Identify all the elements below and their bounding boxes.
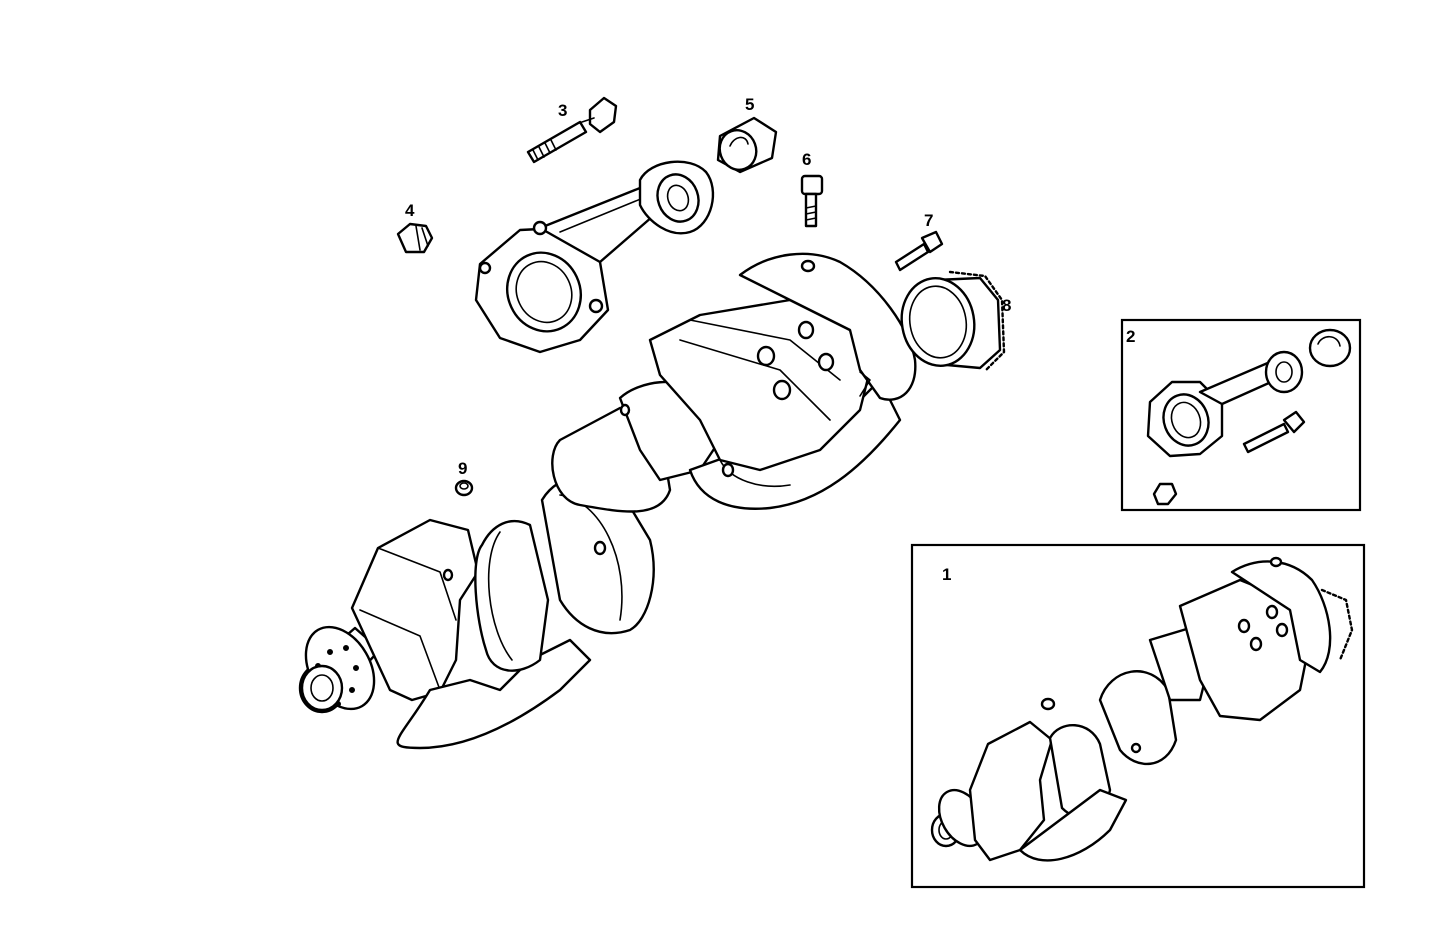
callout-2: 2 bbox=[1126, 327, 1135, 346]
throw-1 bbox=[396, 638, 592, 750]
timing-gear bbox=[900, 270, 1006, 372]
connecting-rod-nut bbox=[396, 222, 434, 254]
callout-1: 1 bbox=[942, 565, 951, 584]
gear-screw-7 bbox=[894, 230, 944, 272]
callout-7: 7 bbox=[924, 211, 933, 230]
front-counterweight bbox=[350, 518, 480, 702]
connecting-rod-bolt bbox=[526, 96, 618, 164]
inset-box-crankshaft-assembly bbox=[910, 543, 1366, 889]
main-crankshaft bbox=[298, 252, 917, 750]
callout-4: 4 bbox=[405, 201, 415, 220]
crankshaft-nose bbox=[298, 625, 382, 714]
small-end-bushing bbox=[716, 116, 778, 174]
callout-8: 8 bbox=[1002, 296, 1011, 315]
callout-5: 5 bbox=[745, 95, 754, 114]
flywheel-flange bbox=[738, 252, 917, 401]
connecting-rod-assembly bbox=[474, 160, 715, 354]
dowel-pin bbox=[454, 479, 474, 497]
callout-3: 3 bbox=[558, 101, 567, 120]
callout-6: 6 bbox=[802, 150, 811, 169]
flange-screw-6 bbox=[800, 174, 824, 228]
callout-9: 9 bbox=[458, 459, 467, 478]
inset-box-connecting-rod-kit bbox=[1120, 318, 1362, 512]
